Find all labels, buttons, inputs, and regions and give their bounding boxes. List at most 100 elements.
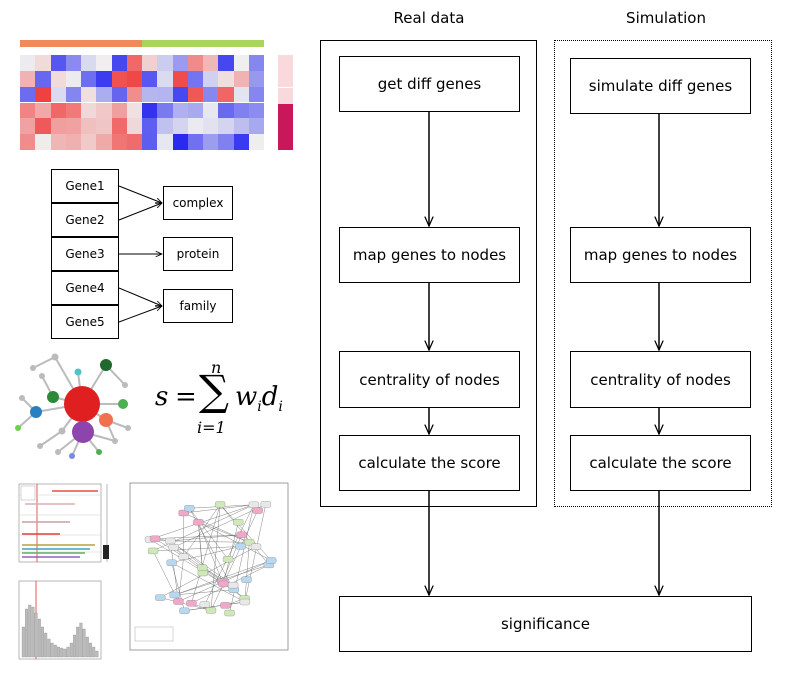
pathway-network <box>144 501 277 617</box>
heatmap-cell <box>218 102 234 119</box>
heatmap-cell <box>96 102 112 119</box>
heatmap-cell <box>157 86 173 103</box>
gene-box-1: Gene1 <box>51 169 119 203</box>
pathway-node <box>266 557 277 564</box>
histogram-bar <box>95 650 99 658</box>
formula-term: widi <box>235 382 283 415</box>
heatmap-cell <box>248 70 264 87</box>
heatmap-cell <box>172 102 188 119</box>
heatmap-cell <box>233 118 249 135</box>
pathway-edge <box>210 504 221 611</box>
heatmap-cell <box>248 86 264 103</box>
pathway-node <box>235 543 246 550</box>
histogram-bar <box>89 642 92 658</box>
pathway-node <box>233 519 244 526</box>
heatmap-grid <box>20 55 264 150</box>
pathway-node <box>250 543 262 550</box>
real-step-get-diff-genes: get diff genes <box>339 56 520 112</box>
gene-box-5: Gene5 <box>51 305 119 339</box>
pathway-edge <box>198 522 250 543</box>
gene-mapping-arrows <box>118 185 162 323</box>
pathway-edge <box>153 546 241 552</box>
step-label: centrality of nodes <box>359 370 500 389</box>
heatmap-cell <box>172 70 188 87</box>
pathway-node <box>248 501 260 508</box>
sum-symbol: ∑ <box>199 366 229 415</box>
heatmap-cell <box>35 118 51 135</box>
pathway-node <box>252 507 263 514</box>
heatmap-cell <box>35 86 51 103</box>
heatmap-cell <box>187 55 203 71</box>
pathway-node <box>260 501 271 508</box>
pathway-node <box>166 559 177 566</box>
heatmap-cell <box>20 70 36 87</box>
heatmap-cell <box>111 134 127 150</box>
gene-label: Gene5 <box>65 315 105 329</box>
pathway-edge <box>171 546 241 563</box>
pathway-edge <box>173 547 223 582</box>
pathway-node <box>199 601 210 608</box>
histogram-bar <box>60 647 64 658</box>
histogram-bar <box>41 626 44 658</box>
category-box-protein: protein <box>163 237 233 271</box>
pathway-node <box>173 598 184 605</box>
formula-upper: n <box>211 358 222 377</box>
heatmap-cell <box>218 86 234 103</box>
formula-equals: = <box>175 382 197 412</box>
heatmap-cell <box>187 118 203 135</box>
heatmap-cell <box>96 118 112 135</box>
histogram-bar <box>50 642 54 658</box>
heatmap-cell <box>20 55 36 71</box>
pathway-edge <box>223 522 239 584</box>
heatmap-cell <box>248 134 264 150</box>
histogram-bar <box>47 638 51 658</box>
heatmap-cell <box>157 70 173 87</box>
pathway-edge <box>198 522 223 582</box>
category-label: complex <box>172 196 224 210</box>
histogram-bar <box>53 644 57 658</box>
heatmap-cell <box>65 70 81 87</box>
heatmap-cell <box>187 70 203 87</box>
pathway-edge <box>198 522 203 568</box>
real-step-calc-score: calculate the score <box>339 435 520 491</box>
heatmap-cell <box>111 55 127 71</box>
heatmap-cell <box>65 86 81 103</box>
formula-d-sub: i <box>278 399 283 416</box>
heatmap-figure <box>20 40 300 152</box>
histogram-bar <box>31 606 35 658</box>
pathway-node <box>165 537 176 545</box>
step-label: map genes to nodes <box>352 246 507 264</box>
simulation-frame <box>554 40 772 507</box>
formula-w-sub: i <box>257 399 262 416</box>
heatmap-cell <box>203 102 219 119</box>
pathway-node <box>178 553 189 560</box>
heatmap-cell <box>81 118 97 135</box>
heatmap-cell <box>81 134 97 150</box>
heatmap-cell <box>50 86 66 103</box>
gene-label: Gene2 <box>65 213 105 227</box>
heatmap-cell <box>81 86 97 103</box>
step-label: get diff genes <box>377 75 482 93</box>
category-box-complex: complex <box>163 186 233 220</box>
pathway-edge <box>170 540 179 602</box>
heatmap-cell <box>233 55 249 71</box>
pathway-node <box>169 591 180 599</box>
heatmap-cell <box>111 118 127 135</box>
heatmap-cell <box>81 55 97 71</box>
pathway-node <box>179 607 190 614</box>
heatmap-cell <box>35 102 51 119</box>
heatmap-cell <box>157 55 173 71</box>
heatmap-cell <box>20 102 36 119</box>
pathway-edge <box>191 504 221 604</box>
gene-label: Gene3 <box>65 247 105 261</box>
heatmap-cell <box>233 70 249 87</box>
pathway-node <box>218 580 229 588</box>
histogram-bar <box>28 604 32 658</box>
pathway-edge <box>198 522 272 561</box>
gene-label: Gene4 <box>65 281 105 295</box>
heatmap-cell <box>96 86 112 103</box>
step-label: calculate the score <box>589 454 732 472</box>
pathway-node <box>197 564 208 571</box>
histogram-bar <box>63 648 67 658</box>
